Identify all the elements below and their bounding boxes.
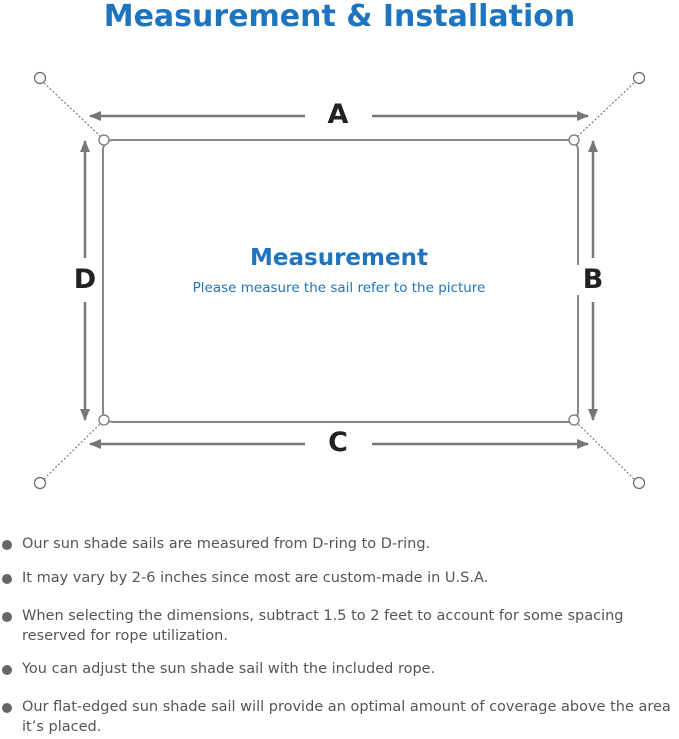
corner-ring-top-right — [568, 134, 580, 146]
rope-bottom-left — [43, 423, 101, 480]
note-text: It may vary by 2-6 inches since most are… — [22, 570, 489, 586]
diagram-center-title: Measurement — [250, 245, 428, 271]
measurement-diagram — [33, 71, 646, 490]
page-title: Measurement & Installation — [103, 0, 576, 34]
bullet-icon — [2, 665, 12, 675]
rope-bottom-right — [577, 423, 635, 480]
dimension-label-a: A — [321, 100, 355, 130]
anchor-bottom-right — [632, 476, 646, 490]
rope-top-left — [43, 82, 101, 137]
dimension-label-c: C — [321, 428, 355, 458]
diagram-center-subtitle: Please measure the sail refer to the pic… — [192, 280, 486, 296]
anchor-top-left — [33, 71, 47, 85]
rope-top-right — [577, 82, 635, 137]
dimension-label-b: B — [576, 265, 610, 295]
note-text: You can adjust the sun shade sail with t… — [22, 661, 436, 677]
corner-ring-bottom-right — [568, 414, 580, 426]
dimension-label-d: D — [68, 265, 102, 295]
corner-ring-bottom-left — [98, 414, 110, 426]
note-text: When selecting the dimensions, subtract … — [22, 608, 624, 644]
bullet-icon — [2, 540, 12, 550]
bullet-icon — [2, 612, 12, 622]
note-text: Our sun shade sails are measured from D-… — [22, 536, 431, 552]
anchor-bottom-left — [33, 476, 47, 490]
note-text: Our flat-edged sun shade sail will provi… — [22, 699, 671, 735]
anchor-top-right — [632, 71, 646, 85]
bullet-icon — [2, 574, 12, 584]
bullet-icon — [2, 703, 12, 713]
corner-ring-top-left — [98, 134, 110, 146]
